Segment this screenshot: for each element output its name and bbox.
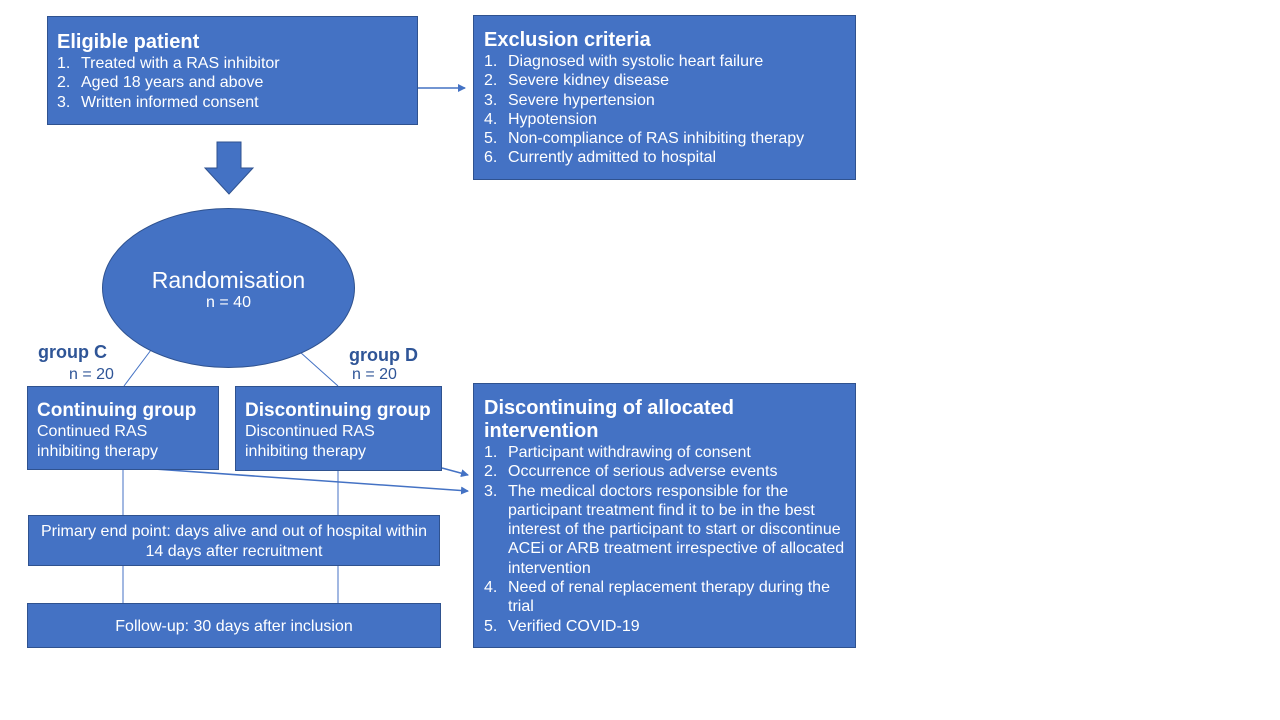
arrow-discontinuing-to-discontinuation — [441, 467, 469, 478]
list-item: 5.Non-compliance of RAS inhibiting thera… — [484, 130, 805, 148]
follow-up-box: Follow-up: 30 days after inclusion — [27, 603, 441, 648]
discontinuing-group-line2: inhibiting therapy — [245, 442, 366, 460]
list-item: 1.Diagnosed with systolic heart failure — [484, 53, 764, 70]
list-item: 4.Hypotension — [484, 110, 597, 128]
list-item: 2.Aged 18 years and above — [57, 74, 264, 92]
primary-endpoint-line1: Primary end point: days alive and out of… — [41, 523, 427, 540]
eligible-criteria-list: 1.Treated with a RAS inhibitor 2.Aged 18… — [57, 54, 407, 112]
continuing-group-box: Continuing group Continued RAS inhibitin… — [27, 386, 219, 470]
list-item: 3.Severe hypertension — [484, 91, 655, 109]
primary-endpoint-box: Primary end point: days alive and out of… — [28, 515, 440, 566]
discontinuing-group-title: Discontinuing group — [245, 400, 431, 421]
exclusion-criteria-box: Exclusion criteria 1.Diagnosed with syst… — [473, 15, 856, 180]
arrow-continuing-to-discontinuation — [139, 467, 469, 495]
line-randomisation-to-group-d — [299, 351, 339, 387]
continuing-group-title: Continuing group — [37, 400, 197, 421]
list-item: 6.Currently admitted to hospital — [484, 149, 717, 167]
list-item: 1.Participant withdrawing of consent — [484, 444, 751, 461]
discontinuation-criteria-box: Discontinuing of allocated intervention … — [473, 383, 856, 648]
group-d-label: group D — [349, 345, 418, 365]
randomisation-count: n = 40 — [206, 294, 251, 311]
eligible-patient-title: Eligible patient — [57, 31, 200, 53]
group-d-count: n = 20 — [352, 366, 397, 383]
list-item: 4.Need of renal replacement therapy duri… — [484, 579, 830, 616]
group-c-count: n = 20 — [69, 366, 114, 383]
list-item: 2.Occurrence of serious adverse events — [484, 463, 778, 481]
exclusion-criteria-title: Exclusion criteria — [484, 29, 651, 51]
discontinuation-criteria-list: 1.Participant withdrawing of consent 2.O… — [484, 443, 845, 636]
list-item: 2.Severe kidney disease — [484, 72, 669, 90]
discontinuing-group-box: Discontinuing group Discontinued RAS inh… — [235, 386, 442, 471]
continuing-group-line1: Continued RAS — [37, 423, 148, 440]
list-item: 3.The medical doctors responsible for th… — [484, 482, 845, 577]
exclusion-criteria-list: 1.Diagnosed with systolic heart failure … — [484, 52, 845, 168]
list-item: 3.Written informed consent — [57, 93, 259, 111]
discontinuation-title-line2: intervention — [484, 420, 599, 442]
primary-endpoint-line2: 14 days after recruitment — [145, 542, 323, 560]
list-item: 5.Verified COVID-19 — [484, 617, 640, 635]
eligible-patient-box: Eligible patient 1.Treated with a RAS in… — [47, 16, 418, 125]
group-c-label: group C — [38, 342, 107, 362]
follow-up-text: Follow-up: 30 days after inclusion — [115, 618, 353, 635]
randomisation-title: Randomisation — [151, 267, 306, 293]
line-randomisation-to-group-c — [123, 349, 152, 387]
down-block-arrow — [203, 141, 255, 195]
discontinuation-title-line1: Discontinuing of allocated — [484, 397, 735, 419]
continuing-group-line2: inhibiting therapy — [37, 442, 158, 460]
randomisation-node: Randomisation n = 40 — [102, 208, 355, 368]
list-item: 1.Treated with a RAS inhibitor — [57, 55, 280, 72]
discontinuing-group-line1: Discontinued RAS — [245, 423, 375, 440]
